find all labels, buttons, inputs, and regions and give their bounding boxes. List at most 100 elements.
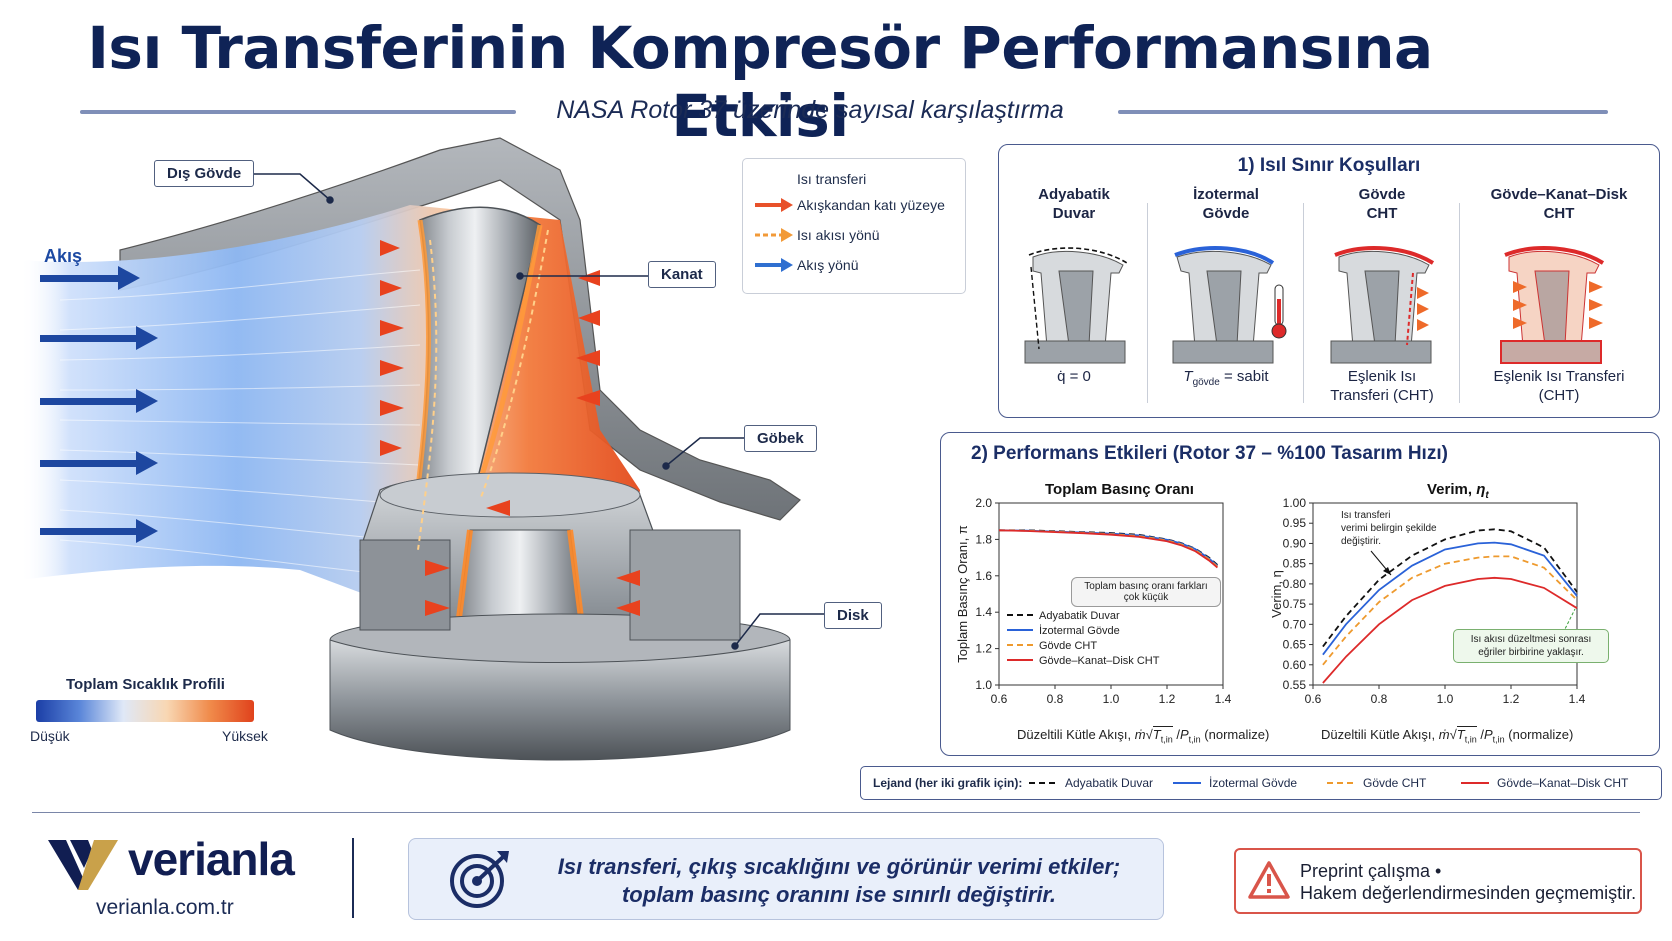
panel2-title: 2) Performans Etkileri (Rotor 37 – %100 … [971,443,1448,464]
adiabatic-blade-icon [1024,247,1128,364]
footer-divider [32,812,1640,813]
target-icon [450,851,509,908]
series-line [998,529,1218,569]
temp-profile-low: Düşük [30,728,70,744]
chart-left-title: Toplam Basınç Oranı [1045,481,1194,498]
key-takeaway-box: Isı transferi, çıkış sıcaklığını ve görü… [408,838,1164,920]
isothermal-blade-icon [1172,246,1287,364]
annotation-arrowhead [1383,567,1391,575]
x-tick-label: 0.6 [991,692,1008,706]
case-adiabatic-label: q̇ = 0 [1057,368,1091,385]
key-takeaway-text: Isı transferi, çıkış sıcaklığını ve görü… [557,854,1121,907]
heat-legend-arrows [755,198,793,272]
preprint-text: Preprint çalışma • Hakem değerlendirmesi… [1300,861,1637,903]
y-tick-label: 0.80 [1283,577,1307,591]
brand-name: verianla [128,833,295,885]
callout-blade: Kanat [648,261,716,288]
y-tick-label: 1.6 [975,569,992,583]
y-tick-label: 2.0 [975,497,992,510]
legend-swatch-adiabatic [1029,782,1057,784]
panel1-title: 1) Isıl Sınır Koşulları [1237,155,1421,176]
heat-legend-item: Akışkandan katı yüzeye [797,197,945,213]
x-tick-label: 1.2 [1503,692,1520,706]
series-line [1322,576,1578,684]
annotation-pointer-green [1562,608,1576,634]
heat-legend-item: Akış yönü [797,257,859,273]
preprint-notice: Preprint çalışma • Hakem değerlendirmesi… [1234,848,1642,914]
shared-legend-item: Adyabatik Duvar [1065,776,1154,790]
x-tick-label: 1.0 [1103,692,1120,706]
shared-legend-item: İzotermal Gövde [1209,776,1298,790]
y-tick-label: 1.00 [1283,497,1307,510]
legend-swatch-isothermal [1173,782,1201,784]
page-subtitle: NASA Rotor 37 üzerinde sayısal karşılaşt… [556,96,1064,124]
callout-hub: Göbek [744,425,817,452]
x-tick-label: 1.4 [1215,692,1232,706]
shared-legend-item: Gövde CHT [1363,776,1427,790]
case-isothermal-label: Tgövde = sabit [1183,368,1269,388]
series-line [1322,555,1578,666]
y-tick-label: 0.65 [1283,638,1307,652]
legend-label: İzotermal Gövde [1039,624,1120,637]
legend-label: Adyabatik Duvar [1039,610,1120,622]
warning-icon [1248,861,1290,899]
chart-right-xlabel: Düzeltili Kütle Akışı, ṁ√Tt,in /Pt,in (n… [1321,726,1574,745]
flow-label: Akış [44,246,83,266]
x-tick-label: 0.8 [1047,692,1064,706]
y-axis-label: Verim, η [1271,570,1284,618]
case-full-cht-label: Eşlenik Isı Transferi(CHT) [1493,368,1625,404]
temp-profile-high: Yüksek [222,728,268,744]
series-line [1322,528,1578,648]
series-line [998,529,1218,567]
heat-transfer-legend: Isı transferi Akışkandan katı yüzeye Isı… [742,158,966,294]
x-tick-label: 0.8 [1371,692,1388,706]
y-tick-label: 0.95 [1283,516,1307,530]
y-tick-label: 1.0 [975,678,992,692]
thermometer-icon [1271,284,1287,339]
efficiency-chart: 0.550.600.650.700.750.800.850.900.951.00… [1271,497,1586,706]
arrow-solid-red-icon [755,198,793,212]
series-line [998,529,1218,568]
page-title: Isı Transferinin Kompresör Performansına… [87,14,1433,150]
y-tick-label: 0.85 [1283,557,1307,571]
temp-profile-title: Toplam Sıcaklık Profili [66,676,225,693]
x-tick-label: 0.6 [1305,692,1322,706]
chart-right-title: Verim, ηt [1427,481,1489,501]
brand-url[interactable]: verianla.com.tr [96,896,234,919]
shared-legend-item: Gövde–Kanat–Disk CHT [1497,776,1629,790]
verianla-logo-icon [48,840,118,890]
shared-legend-label: Lejand (her iki grafik için): [873,776,1023,790]
arrow-solid-blue-icon [755,258,793,272]
y-tick-label: 1.2 [975,642,992,656]
y-tick-label: 1.4 [975,605,992,619]
callout-disk: Disk [824,602,882,629]
y-tick-label: 0.70 [1283,617,1307,631]
legend-label: Gövde CHT [1039,640,1097,652]
legend-swatch-casing-cht [1327,782,1355,784]
x-tick-label: 1.2 [1159,692,1176,706]
y-tick-label: 0.55 [1283,678,1307,692]
full-cht-blade-icon [1500,246,1605,364]
subtitle-rule-right [1118,110,1608,114]
chart-left-xlabel: Düzeltili Kütle Akışı, ṁ√Tt,in /Pt,in (n… [1017,726,1270,745]
x-tick-label: 1.0 [1437,692,1454,706]
shared-legend: Lejand (her iki grafik için): Adyabatik … [860,766,1662,800]
chart-left-note: Toplam basınç oranı farkları çok küçük [1071,577,1221,607]
y-tick-label: 0.90 [1283,536,1307,550]
arrow-dashed-orange-icon [755,228,793,242]
temp-profile-colorbar [36,700,254,722]
series-line [1322,541,1578,656]
footer-separator [352,838,354,918]
y-tick-label: 1.8 [975,532,992,546]
subtitle-rule-left [80,110,516,114]
casing-cht-blade-icon [1330,246,1435,364]
y-tick-label: 0.60 [1283,658,1307,672]
heat-legend-title: Isı transferi [797,171,867,187]
